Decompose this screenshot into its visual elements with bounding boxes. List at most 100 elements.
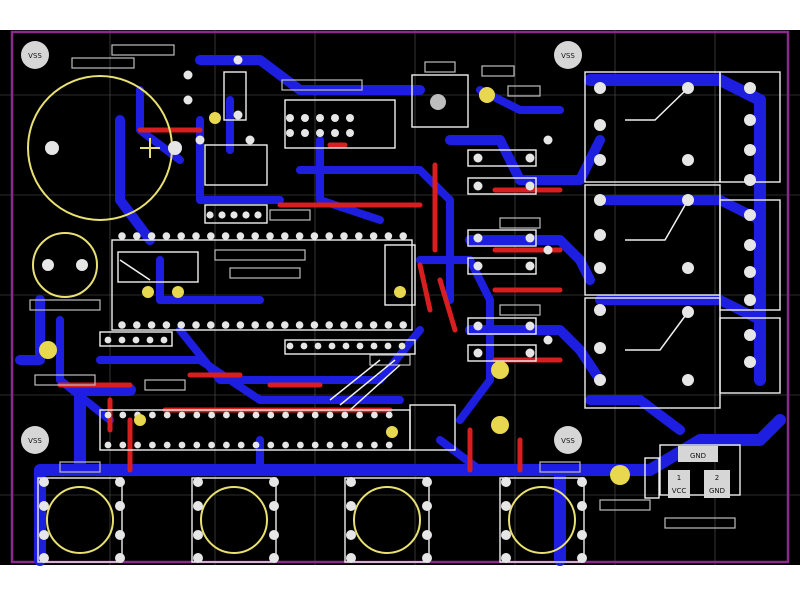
white-margin-top xyxy=(0,0,800,30)
mounting-hole-top-left: VSS xyxy=(21,41,49,69)
pad xyxy=(355,232,363,240)
mounting-hole-bottom-right: VSS xyxy=(554,426,582,454)
pad xyxy=(149,441,156,449)
button-pad xyxy=(501,530,511,540)
svg-text:2: 2 xyxy=(715,474,719,482)
pad xyxy=(295,321,304,329)
mounting-hole-top-right: VSS xyxy=(554,41,582,69)
pad xyxy=(223,411,230,419)
button-pad xyxy=(39,477,49,487)
button-pad xyxy=(346,553,356,563)
pad xyxy=(543,245,553,255)
pad xyxy=(118,336,126,344)
pad xyxy=(340,232,348,240)
button-pad xyxy=(577,553,587,563)
button-pad xyxy=(501,501,511,511)
power-connector: GND 1 VCC 2 GND xyxy=(668,446,730,498)
button-pad xyxy=(193,501,203,511)
pad xyxy=(295,232,304,240)
pad xyxy=(525,181,535,191)
silkscreen-label-blocks xyxy=(29,44,736,529)
svg-text:VCC: VCC xyxy=(672,487,687,495)
pad xyxy=(132,336,140,344)
pad xyxy=(104,441,112,449)
pad xyxy=(221,232,230,240)
pad xyxy=(341,411,349,419)
pad xyxy=(267,441,275,449)
pad xyxy=(316,114,324,122)
pad xyxy=(206,211,214,219)
button-pad xyxy=(269,477,279,487)
pad xyxy=(178,411,186,419)
button-pad xyxy=(577,530,587,540)
pad xyxy=(301,129,309,137)
pad xyxy=(398,342,406,350)
pad xyxy=(251,232,259,240)
button-pad xyxy=(39,501,49,511)
pad xyxy=(310,321,319,329)
pad xyxy=(286,114,294,122)
relay-silk-lines xyxy=(119,87,689,411)
pad xyxy=(192,321,200,329)
pad xyxy=(473,233,483,243)
svg-text:VSS: VSS xyxy=(561,52,575,60)
pad xyxy=(525,233,535,243)
pad xyxy=(245,135,255,145)
pad xyxy=(207,232,215,240)
svg-text:GND: GND xyxy=(709,487,725,495)
pad xyxy=(178,441,186,449)
pad xyxy=(252,441,260,449)
pad xyxy=(236,321,245,329)
pad xyxy=(223,441,230,449)
pad xyxy=(147,232,156,240)
button-pad xyxy=(422,477,432,487)
button-pad xyxy=(346,501,356,511)
svg-text:1: 1 xyxy=(677,474,681,482)
button-pad xyxy=(193,530,203,540)
pad xyxy=(371,411,378,419)
pad xyxy=(355,321,363,329)
pad xyxy=(266,321,274,329)
pad xyxy=(311,411,319,419)
pad xyxy=(183,70,193,80)
pad xyxy=(385,441,393,449)
button-pad xyxy=(115,501,125,511)
pad xyxy=(341,441,349,449)
pad xyxy=(162,232,171,240)
pad xyxy=(207,321,215,329)
mounting-hole-bottom-left: VSS xyxy=(21,426,49,454)
pad xyxy=(316,129,324,137)
button-pad xyxy=(269,553,279,563)
button-pad xyxy=(577,501,587,511)
button-pad xyxy=(39,553,49,563)
pad xyxy=(192,232,200,240)
pad xyxy=(543,135,553,145)
pad xyxy=(340,321,348,329)
pad xyxy=(237,441,245,449)
pad xyxy=(104,411,112,419)
component-pads xyxy=(104,55,553,449)
pad xyxy=(119,441,127,449)
pad xyxy=(147,321,156,329)
pad xyxy=(331,114,339,122)
pad xyxy=(473,153,483,163)
pad xyxy=(331,129,339,137)
pad xyxy=(525,153,535,163)
pad xyxy=(384,321,393,329)
pad xyxy=(193,411,201,419)
pad xyxy=(297,411,304,419)
button-pad xyxy=(269,501,279,511)
pad xyxy=(208,411,216,419)
pad xyxy=(314,342,322,350)
pad xyxy=(311,441,319,449)
pad xyxy=(342,342,350,350)
white-margin-bottom xyxy=(0,565,800,600)
pad xyxy=(282,441,289,449)
pad xyxy=(369,321,378,329)
pad xyxy=(149,411,156,419)
button-pad xyxy=(193,477,203,487)
pad xyxy=(233,55,243,65)
pad xyxy=(473,348,483,358)
pad xyxy=(134,441,142,449)
pad xyxy=(208,441,216,449)
